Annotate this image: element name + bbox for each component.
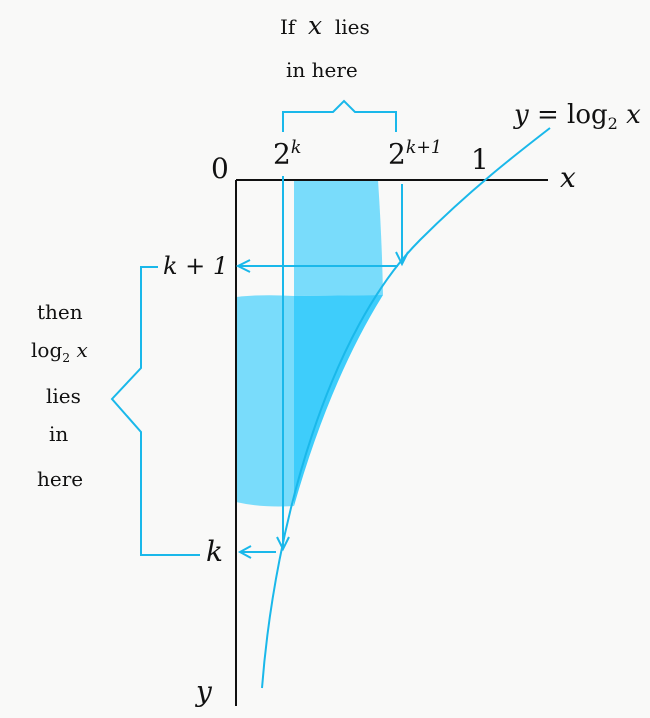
two-k1-base: 2 [388,137,406,171]
k-plus-1-label: k + 1 [163,252,229,280]
two-k-base: 2 [273,137,291,171]
vertical-band [294,180,383,296]
side-note-then: then [37,300,83,324]
top-note-lies: lies [334,15,370,39]
curve-label-func: log [567,100,608,130]
side-note-in: in [49,422,69,446]
left-bracket [110,266,200,556]
curve-label-eq: = [536,100,559,130]
two-k1-label: 2k+1 [388,137,442,171]
side-note-log-var: x [76,338,88,362]
log-curve [261,127,551,689]
curve-label-y: y [514,100,529,130]
curve-label-x: x [626,100,641,130]
top-note-line1: If x lies [280,13,370,38]
y-axis-label: y [196,675,212,708]
curve-label: y = log2 x [514,102,641,132]
k-label: k [206,535,223,568]
two-k-label: 2k [273,137,302,171]
side-note-here: here [37,467,84,491]
side-note-log-base: 2 [62,350,71,365]
arrow-k-horizontal [237,545,276,559]
side-note-lies: lies [46,384,81,408]
arrow-k1-vertical [395,184,409,267]
one-label: 1 [471,143,489,176]
arrow-k-vertical [276,176,290,552]
curve-label-base: 2 [607,114,618,134]
top-note-x: x [308,11,323,40]
two-k-exp: k [290,138,302,158]
side-note-log-func: log [31,338,63,362]
horizontal-band [236,295,294,507]
top-note-line2: in here [286,58,358,82]
arrow-k1-horizontal [235,259,398,273]
top-bracket [282,99,397,132]
side-note-log: log2 x [31,340,88,364]
origin-label: 0 [211,152,229,185]
x-axis-label: x [560,161,576,194]
two-k1-exp: k+1 [405,138,442,158]
top-note-if: If [280,15,296,39]
overlap-region [294,295,383,506]
